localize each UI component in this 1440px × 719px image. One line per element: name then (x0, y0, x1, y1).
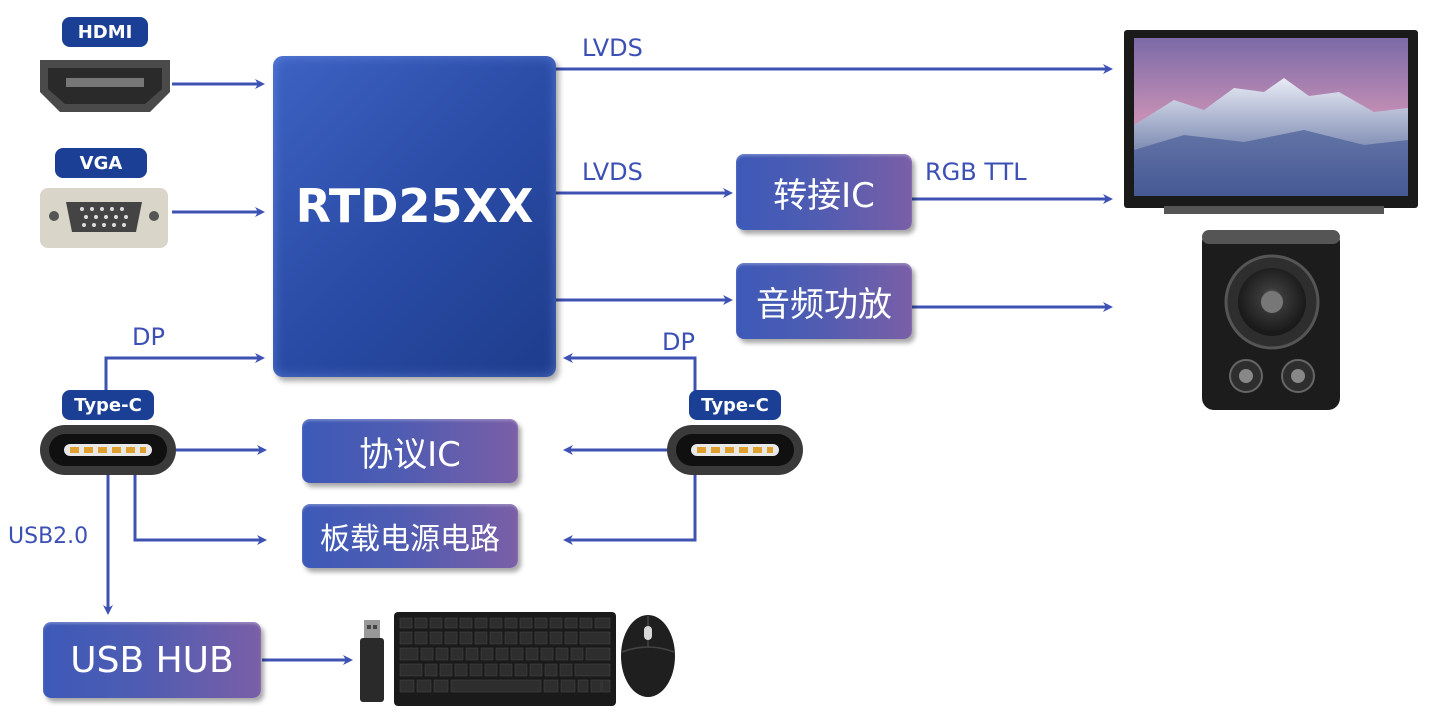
mouse-icon (621, 615, 675, 697)
typec-left-port-icon (40, 425, 176, 475)
typec-right-port-icon (667, 425, 803, 475)
speaker-icon (1202, 230, 1340, 410)
signal-lvds-top: LVDS (582, 34, 643, 62)
signal-dp-left: DP (132, 323, 165, 351)
typec-right-tag: Type-C (689, 390, 781, 420)
main-chip-rtd25xx: RTD25XX (273, 56, 556, 377)
signal-rgb-ttl: RGB TTL (925, 158, 1027, 186)
typec-left-tag: Type-C (62, 390, 154, 420)
vga-tag: VGA (55, 148, 147, 178)
audio-amp-block: 音频功放 (736, 263, 912, 339)
lcd-panel-icon (1124, 30, 1418, 214)
usb-dongle-icon (360, 620, 384, 702)
bridge-ic-block: 转接IC (736, 154, 912, 230)
power-circuit-block: 板载电源电路 (302, 504, 518, 568)
main-chip-label: RTD25XX (295, 178, 534, 233)
signal-usb2: USB2.0 (8, 524, 89, 549)
hdmi-port-icon (40, 60, 170, 112)
signal-lvds-mid: LVDS (582, 158, 643, 186)
protocol-ic-block: 协议IC (302, 419, 518, 483)
vga-port-icon (40, 188, 168, 248)
signal-dp-right: DP (662, 328, 695, 356)
keyboard-icon (394, 612, 616, 706)
usb-hub-block: USB HUB (43, 622, 261, 698)
hdmi-tag: HDMI (62, 17, 148, 47)
